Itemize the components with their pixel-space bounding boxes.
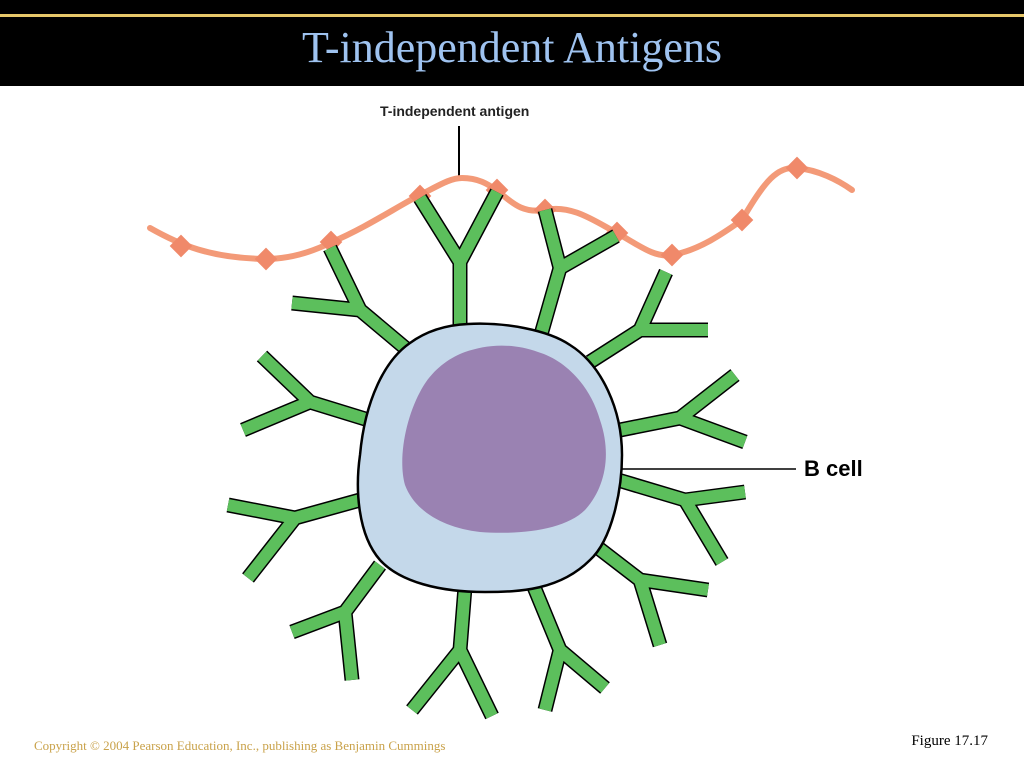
epitope-marker (785, 156, 809, 180)
copyright-notice: Copyright © 2004 Pearson Education, Inc.… (34, 738, 446, 753)
antibody-receptor (585, 268, 708, 369)
antibody-receptor (413, 188, 504, 326)
t-independent-antigen-diagram (147, 126, 855, 720)
antibody-receptor (615, 472, 746, 566)
antibody-receptor (532, 208, 620, 341)
figure-number: Figure 17.17 (911, 733, 988, 749)
antibody-receptor (226, 492, 363, 583)
title-bar-gold-rule (0, 14, 1024, 17)
antibody-receptor (525, 579, 610, 712)
epitope-marker (254, 247, 278, 271)
antibody-receptor (240, 350, 378, 437)
antibody-receptor (583, 534, 710, 648)
antibody-receptor (406, 586, 499, 720)
b-cell-label: B cell (804, 456, 863, 481)
antibody-receptor (291, 244, 415, 358)
antigen-label: T-independent antigen (380, 103, 530, 119)
antigen-chain (147, 164, 855, 263)
title-bar: T-independent Antigens (0, 0, 1024, 86)
antibody-receptor (289, 560, 387, 681)
epitope-marker (660, 243, 684, 267)
b-cell-nucleus (402, 345, 606, 533)
slide-title: T-independent Antigens (302, 23, 722, 72)
antibody-receptors (226, 188, 748, 720)
antibody-receptor (608, 369, 748, 450)
